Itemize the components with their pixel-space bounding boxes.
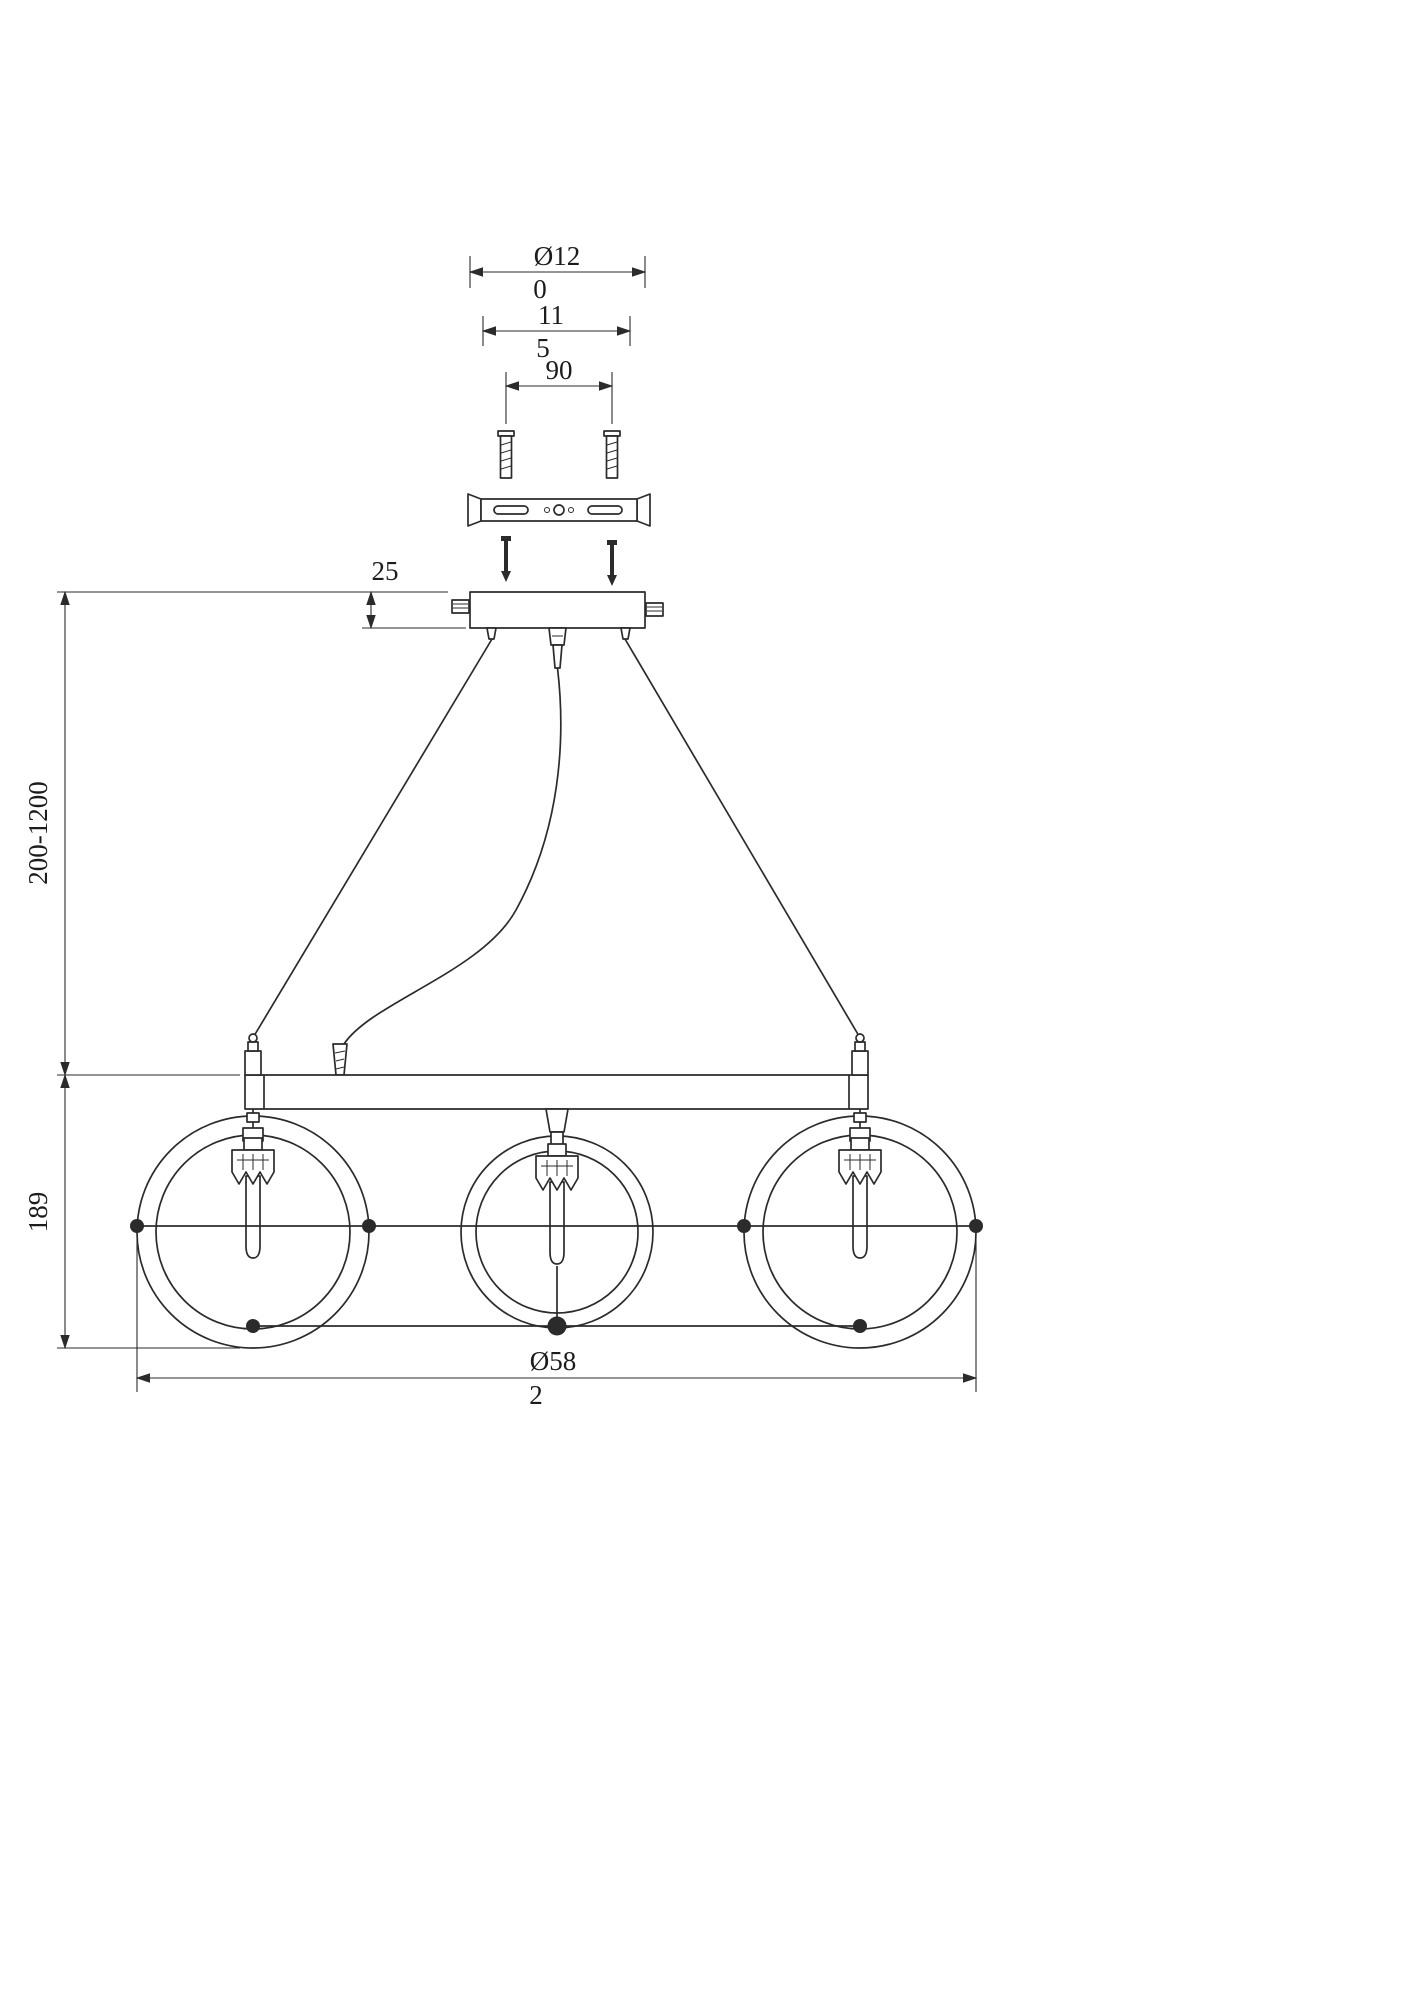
rail-ball — [737, 1219, 751, 1233]
dim-canopy-diameter: Ø12 0 — [468, 241, 647, 304]
lamp-unit-left — [231, 1137, 275, 1259]
dim-label-suspension-height: 200-1200 — [23, 781, 53, 885]
dim-suspension-height: 200-1200 — [23, 590, 448, 1077]
wall-anchor-right — [603, 430, 621, 479]
fixture-bar — [244, 1074, 869, 1110]
dim-fixture-diameter: Ø58 2 — [135, 1240, 978, 1410]
rail-ball — [547, 1316, 567, 1336]
canopy-set-screw-left — [451, 599, 470, 614]
dim-label-fixture-diameter-1: Ø58 — [530, 1346, 577, 1376]
canopy-set-screw-right — [645, 602, 664, 617]
dim-label-fixture-diameter-2: 2 — [529, 1380, 543, 1410]
dim-fixture-height: 189 — [23, 1073, 240, 1350]
dim-label-fixture-height: 189 — [23, 1192, 53, 1233]
rail-ball — [246, 1319, 260, 1333]
cord-strain-relief — [332, 1043, 348, 1076]
suspension-cable-left — [253, 638, 493, 1037]
cord-grip — [548, 627, 567, 669]
cage-shade-center — [460, 1108, 654, 1329]
cage-shade-left — [136, 1109, 370, 1349]
hanger-post-left — [244, 1033, 262, 1076]
lamp-unit-right — [838, 1137, 882, 1259]
cage-shade-right — [743, 1109, 977, 1349]
dim-label-canopy-diameter-2: 0 — [533, 274, 547, 304]
power-cord — [343, 667, 562, 1045]
mounting-bracket — [467, 493, 651, 527]
mounting-screw-right — [607, 540, 617, 586]
dim-label-bracket-length-1: 11 — [538, 300, 564, 330]
dim-label-screw-spacing: 90 — [546, 355, 573, 385]
rail-ball — [362, 1219, 376, 1233]
dim-label-canopy-height: 25 — [372, 556, 399, 586]
suspension-cable-right — [624, 638, 860, 1037]
dim-screw-spacing: 90 — [504, 355, 614, 424]
dim-canopy-height: 25 — [362, 556, 466, 630]
mounting-screw-left — [501, 536, 511, 582]
rail-ball — [130, 1219, 144, 1233]
dim-label-canopy-diameter-1: Ø12 — [534, 241, 581, 271]
ceiling-canopy — [451, 591, 664, 669]
hanger-post-right — [851, 1033, 869, 1076]
dim-label-bracket-length-2: 5 — [536, 333, 550, 363]
rail-ball — [969, 1219, 983, 1233]
cage-rails — [130, 1219, 983, 1336]
dim-bracket-length: 11 5 — [481, 300, 632, 363]
rail-ball — [853, 1319, 867, 1333]
lamp-unit-center — [535, 1143, 579, 1265]
wall-anchor-left — [497, 430, 515, 479]
